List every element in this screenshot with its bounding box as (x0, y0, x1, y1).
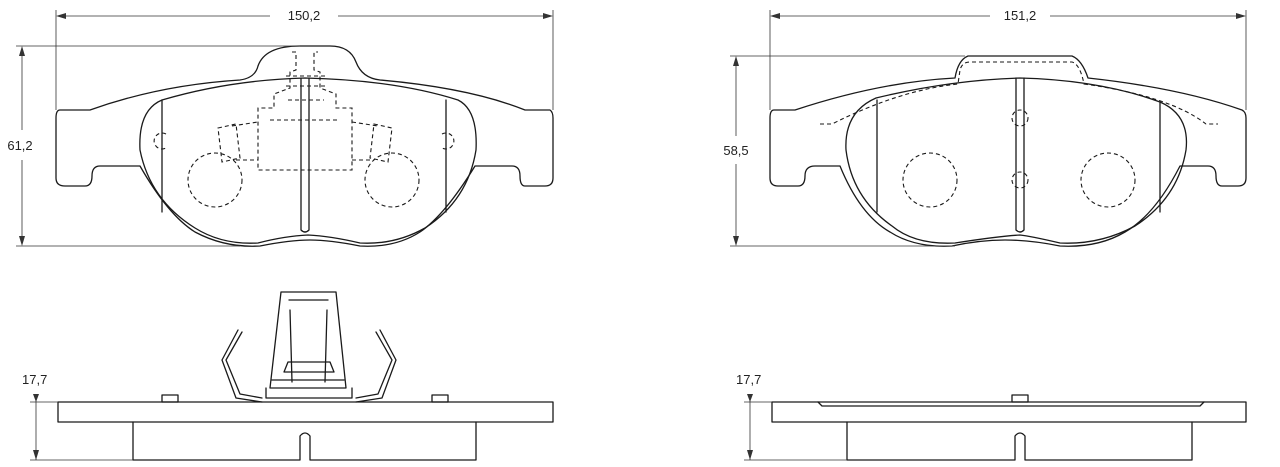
left-height-label: 61,2 (7, 138, 32, 153)
left-side-friction-block (132, 421, 477, 461)
left-side-tab-right (431, 394, 449, 403)
right-height-label: 58,5 (723, 143, 748, 158)
left-width-dimension: 150,2 (55, 8, 554, 110)
left-side-spring-left (225, 331, 263, 399)
left-hidden-bracket (217, 121, 259, 163)
right-backing-plate-outline (769, 55, 1247, 247)
left-backing-plate-outline (55, 45, 554, 247)
left-side-spring-left-inner (221, 329, 263, 403)
right-side-tab (1011, 394, 1029, 403)
left-side-clip-inner (283, 299, 335, 383)
right-friction-material-outline (845, 77, 1188, 244)
left-edge-hole (153, 132, 167, 150)
left-hidden-clip-lower (270, 75, 340, 121)
left-piston-circle (187, 152, 243, 208)
left-side-backing-plate (57, 401, 554, 423)
right-thickness-dimension: 17,7 (736, 372, 847, 461)
left-height-dimension: 61,2 (7, 45, 300, 247)
right-width-dimension: 151,2 (769, 8, 1247, 110)
left-pad-side-view (57, 291, 554, 461)
right-pad-front-view (769, 55, 1247, 247)
left-side-spring-right (355, 331, 393, 399)
left-thickness-dimension: 17,7 (22, 372, 133, 461)
left-width-label: 150,2 (288, 8, 321, 23)
left-side-tab-left (161, 394, 179, 403)
right-side-friction-block (846, 421, 1193, 461)
left-pad-front-view (55, 45, 554, 247)
right-pad-left-piston (902, 152, 958, 208)
left-hidden-clip-outline (257, 51, 353, 171)
right-edge-hole (441, 132, 455, 150)
upper-slot-hole (1011, 109, 1029, 127)
right-thickness-label: 17,7 (736, 372, 761, 387)
right-hidden-bracket (351, 121, 393, 163)
left-thickness-label: 17,7 (22, 372, 47, 387)
right-centre-slot (1015, 77, 1025, 233)
right-side-top-chamfer (817, 401, 1205, 407)
right-pad-right-piston (1080, 152, 1136, 208)
left-side-clip-base (265, 379, 353, 399)
left-centre-slot (300, 77, 310, 233)
left-side-spring-right-inner (355, 329, 397, 403)
right-hidden-backing-outline (820, 61, 1218, 125)
right-height-dimension: 58,5 (723, 55, 965, 247)
right-width-label: 151,2 (1004, 8, 1037, 23)
right-piston-circle (364, 152, 420, 208)
right-pad-side-view (771, 394, 1247, 461)
right-side-backing-plate (771, 401, 1247, 423)
left-friction-material-outline (139, 77, 477, 244)
lower-slot-hole (1011, 171, 1029, 189)
left-side-clip-body (269, 291, 347, 389)
